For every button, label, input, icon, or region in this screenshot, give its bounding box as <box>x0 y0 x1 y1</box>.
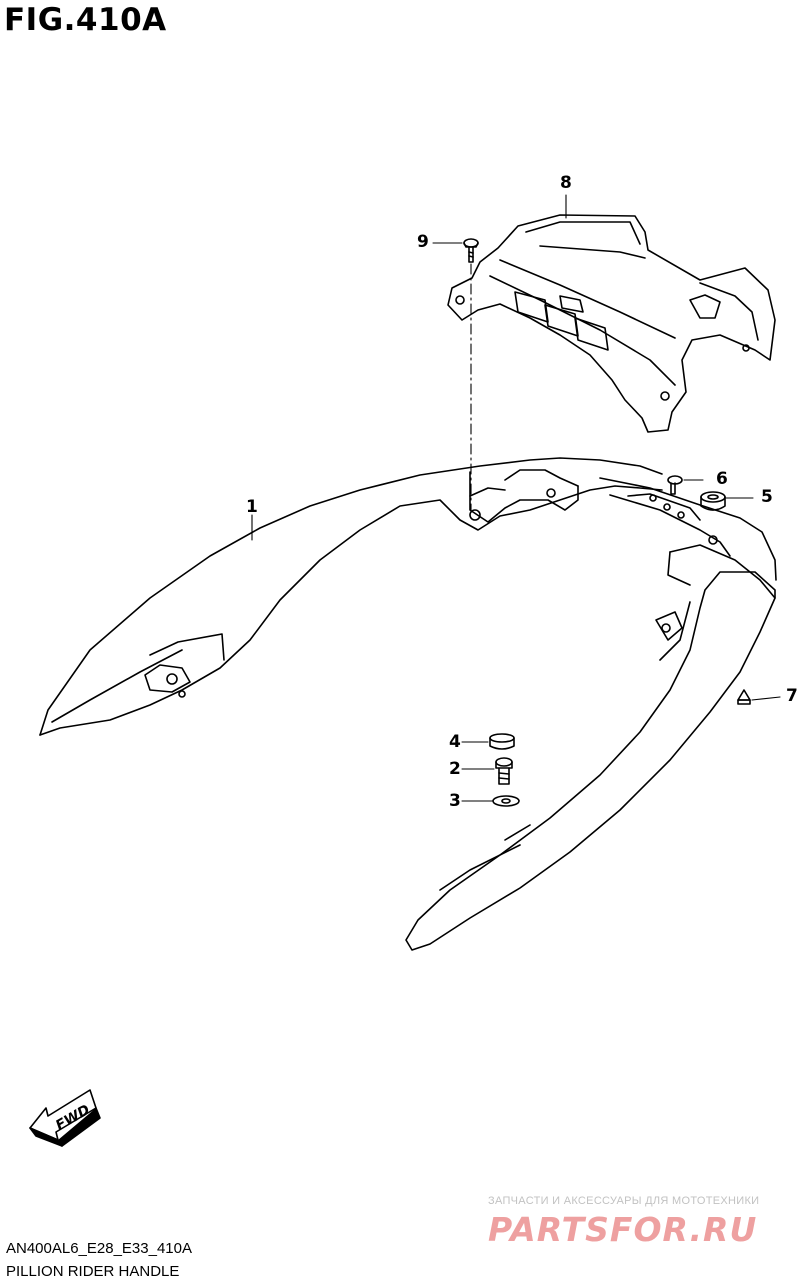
callout-6: 6 <box>716 469 728 489</box>
part-3-washer <box>492 795 520 807</box>
watermark-tagline: ЗАПЧАСТИ И АКСЕССУАРЫ ДЛЯ МОТОТЕХНИКИ <box>488 1195 760 1207</box>
part-7-clip <box>737 689 751 705</box>
figure-title: FIG.410A <box>4 2 167 38</box>
callout-8: 8 <box>560 173 572 193</box>
part-8-cover <box>447 214 776 433</box>
callout-4: 4 <box>449 732 461 752</box>
callout-7: 7 <box>786 686 798 706</box>
part-9-screw <box>463 238 479 263</box>
callout-5: 5 <box>761 487 773 507</box>
part-2-bolt <box>495 757 513 785</box>
leader-lines <box>251 194 781 802</box>
fwd-arrow-icon: FWD <box>29 1089 101 1147</box>
part-1-handle <box>39 457 777 951</box>
figure-code: AN400AL6_E28_E33_410A <box>6 1240 192 1257</box>
figure-name: PILLION RIDER HANDLE <box>6 1263 180 1280</box>
callout-9: 9 <box>417 232 429 252</box>
callout-1: 1 <box>246 497 258 517</box>
part-4-cap <box>489 733 515 750</box>
part-6-screw <box>667 475 683 495</box>
watermark-logo: PARTSFOR.RU <box>488 1210 758 1249</box>
callout-2: 2 <box>449 759 461 779</box>
callout-3: 3 <box>449 791 461 811</box>
part-5-grommet <box>700 491 726 511</box>
